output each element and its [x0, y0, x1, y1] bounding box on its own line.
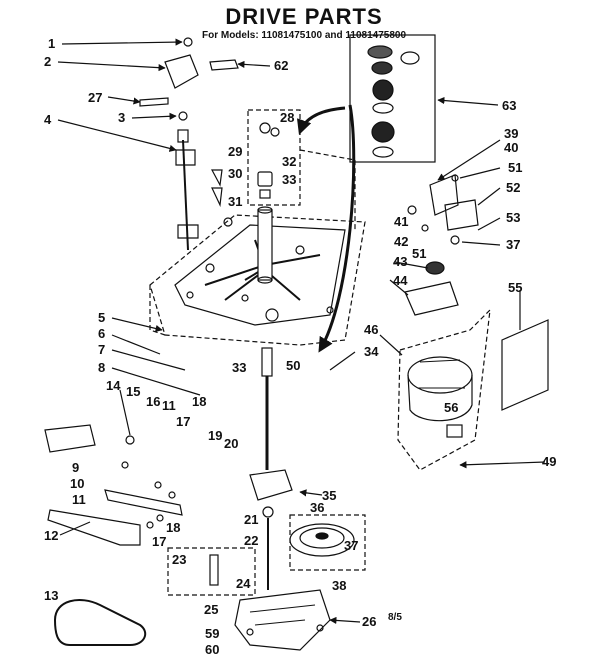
callout-50: 50: [286, 358, 300, 373]
callout-15: 15: [126, 384, 140, 399]
base-plate: [149, 214, 366, 346]
callout-29: 29: [228, 144, 242, 159]
motor-box: [397, 308, 491, 471]
gearcase: [234, 589, 331, 651]
callout-20: 20: [224, 436, 238, 451]
callout-35: 35: [322, 488, 336, 503]
pulley: [289, 523, 355, 557]
center-tube: [257, 206, 273, 284]
callout-3: 3: [118, 110, 125, 125]
callout-60: 60: [205, 642, 219, 657]
callout-44: 44: [393, 273, 408, 288]
callout-40: 40: [504, 140, 518, 155]
callout-13: 13: [44, 588, 58, 603]
callout-62: 62: [274, 58, 288, 73]
actuator-assembly: [44, 424, 183, 546]
drive-belt: [53, 599, 147, 646]
callout-24: 24: [236, 576, 251, 591]
left-linkage: [139, 37, 239, 251]
arrow-to-tube-top: [296, 106, 346, 135]
motor-shield: [501, 319, 549, 411]
callout-17b: 17: [152, 534, 166, 549]
callout-52: 52: [506, 180, 520, 195]
pulley-box: [289, 514, 366, 571]
callout-37a: 37: [506, 237, 520, 252]
callout-6: 6: [98, 326, 105, 341]
callout-16: 16: [146, 394, 160, 409]
callout-56: 56: [444, 400, 458, 415]
callout-39: 39: [504, 126, 518, 141]
callout-46: 46: [364, 322, 378, 337]
callout-11b: 11: [72, 492, 86, 507]
callout-37b: 37: [344, 538, 358, 553]
callout-26: 26: [362, 614, 376, 629]
page-subtitle: For Models: 11081475100 and 11081475800: [201, 30, 407, 41]
page-title: DRIVE PARTS: [225, 4, 383, 29]
callout-18a: 18: [192, 394, 206, 409]
callout-41: 41: [394, 214, 408, 229]
callout-4: 4: [44, 112, 52, 127]
callout-59: 59: [205, 626, 219, 641]
callout-51b: 51: [412, 246, 426, 261]
callout-30: 30: [228, 166, 242, 181]
callout-33b: 33: [232, 360, 246, 375]
callout-38: 38: [332, 578, 346, 593]
arrow-to-tube-bottom: [318, 104, 356, 353]
callout-9: 9: [72, 460, 79, 475]
callout-14: 14: [106, 378, 121, 393]
callout-7: 7: [98, 342, 105, 357]
callout-36: 36: [310, 500, 324, 515]
callout-12: 12: [44, 528, 58, 543]
callout-31: 31: [228, 194, 242, 209]
motor: [407, 356, 473, 438]
callout-42: 42: [394, 234, 408, 249]
callout-18b: 18: [166, 520, 180, 535]
callout-21: 21: [244, 512, 258, 527]
motor-mount: [404, 174, 479, 316]
callout-33a: 33: [282, 172, 296, 187]
seal-kit-box: [349, 34, 436, 163]
callout-51a: 51: [508, 160, 522, 175]
bearing-parts: [257, 122, 280, 199]
callout-2: 2: [44, 54, 51, 69]
diagram-footnote: 8/5: [388, 612, 402, 623]
callout-43: 43: [393, 254, 407, 269]
callout-11a: 11: [162, 398, 176, 413]
clutch-parts-box: [167, 547, 256, 596]
callout-17a: 17: [176, 414, 190, 429]
drive-shaft: [249, 347, 293, 590]
callout-32: 32: [282, 154, 296, 169]
callout-1: 1: [48, 36, 55, 51]
callout-34: 34: [364, 344, 379, 359]
callout-5: 5: [98, 310, 105, 325]
callout-labels: 1 2 3 4 5 6 7 8 9 10 11 11 12 13 14 15 1…: [44, 36, 556, 657]
callout-23: 23: [172, 552, 186, 567]
callout-25: 25: [204, 602, 218, 617]
callout-22: 22: [244, 533, 258, 548]
callout-10: 10: [70, 476, 84, 491]
callout-27: 27: [88, 90, 102, 105]
upper-parts-box: [247, 109, 301, 206]
callout-28: 28: [280, 110, 294, 125]
callout-53: 53: [506, 210, 520, 225]
callout-55: 55: [508, 280, 522, 295]
callout-19: 19: [208, 428, 222, 443]
callout-49: 49: [542, 454, 556, 469]
callout-63: 63: [502, 98, 516, 113]
callout-8: 8: [98, 360, 105, 375]
